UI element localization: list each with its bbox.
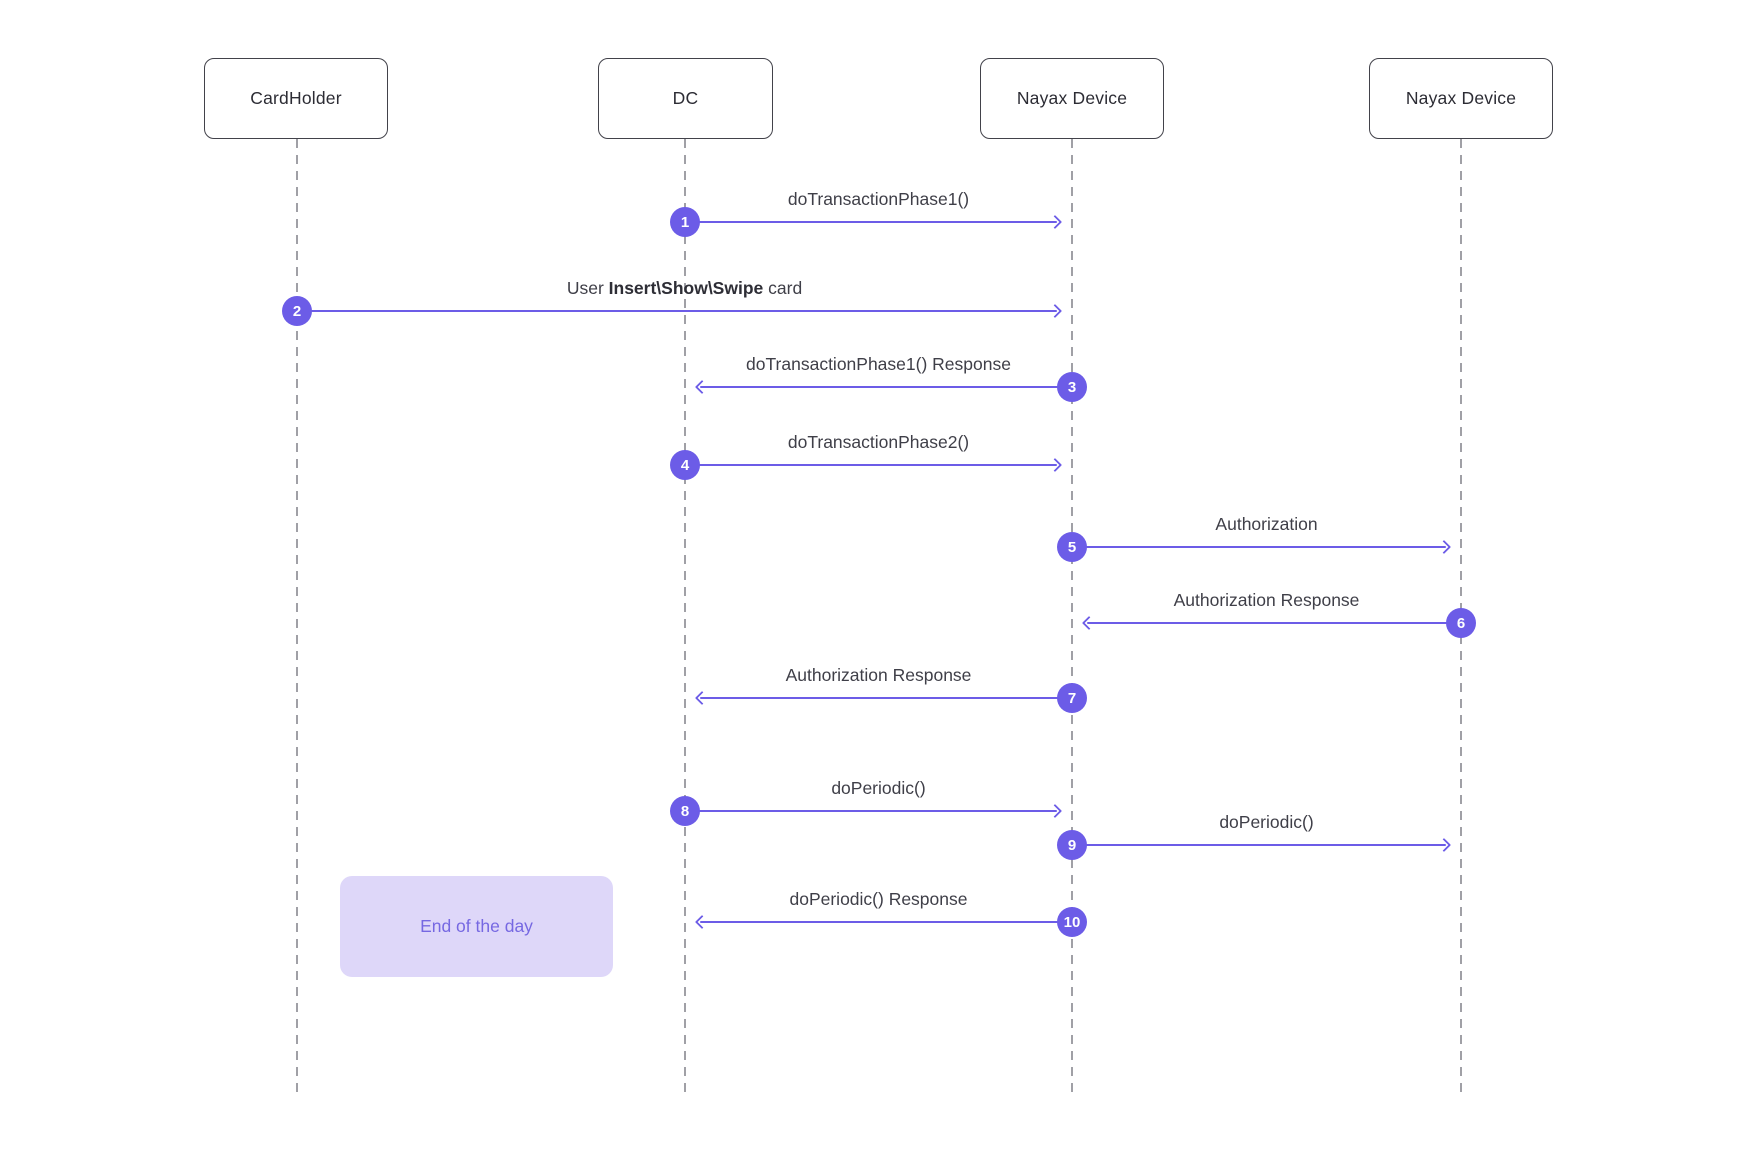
actor-dc: DC (598, 58, 773, 139)
step-number-badge: 6 (1446, 608, 1476, 638)
arrowhead-icon (1047, 803, 1063, 819)
arrowhead-icon (1047, 214, 1063, 230)
message-2: User Insert\Show\Swipe card 2 (282, 265, 1072, 326)
message-label: User Insert\Show\Swipe card (566, 278, 803, 298)
message-10: doPeriodic() Response 10 (685, 876, 1087, 937)
step-number-badge: 9 (1057, 830, 1087, 860)
lifeline-nayax-device-1 (1071, 139, 1073, 1093)
actor-cardholder: CardHolder (204, 58, 388, 139)
message-label: Authorization Response (785, 665, 972, 685)
message-label: doPeriodic() (1219, 812, 1314, 832)
message-6: Authorization Response 6 (1072, 577, 1476, 638)
message-label: doPeriodic() Response (789, 889, 968, 909)
note-label: End of the day (420, 916, 533, 936)
message-arrow (700, 696, 1059, 699)
message-arrow (1087, 621, 1448, 624)
step-number-badge: 10 (1057, 907, 1087, 937)
message-arrow (310, 309, 1057, 312)
message-arrow (700, 920, 1059, 923)
actor-label: DC (672, 88, 699, 108)
step-number-badge: 1 (670, 207, 700, 237)
actor-label: CardHolder (250, 88, 342, 108)
arrowhead-icon (694, 690, 710, 706)
arrowhead-icon (1436, 539, 1452, 555)
actor-nayax-device-1: Nayax Device (980, 58, 1164, 139)
step-number-badge: 3 (1057, 372, 1087, 402)
arrowhead-icon (1047, 457, 1063, 473)
message-label: doTransactionPhase1() Response (746, 354, 1011, 374)
message-7: Authorization Response 7 (685, 652, 1087, 713)
step-number-badge: 4 (670, 450, 700, 480)
message-arrow (698, 463, 1057, 466)
message-arrow (698, 220, 1057, 223)
message-arrow (1085, 843, 1446, 846)
step-number-badge: 8 (670, 796, 700, 826)
message-arrow (1085, 545, 1446, 548)
message-label: doPeriodic() (831, 778, 926, 798)
message-5: Authorization 5 (1057, 501, 1461, 562)
arrowhead-icon (1081, 615, 1097, 631)
message-label: Authorization (1215, 514, 1318, 534)
message-4: doTransactionPhase2() 4 (670, 419, 1072, 480)
message-arrow (700, 385, 1059, 388)
step-number-badge: 5 (1057, 532, 1087, 562)
actor-label: Nayax Device (1405, 88, 1517, 108)
message-label: doTransactionPhase2() (787, 432, 970, 452)
arrowhead-icon (694, 914, 710, 930)
message-label: doTransactionPhase1() (787, 189, 970, 209)
message-8: doPeriodic() 8 (670, 765, 1072, 826)
message-label: Authorization Response (1173, 590, 1360, 610)
message-9: doPeriodic() 9 (1057, 799, 1461, 860)
step-number-badge: 7 (1057, 683, 1087, 713)
arrowhead-icon (1047, 303, 1063, 319)
actor-label: Nayax Device (1016, 88, 1128, 108)
message-3: doTransactionPhase1() Response 3 (685, 341, 1087, 402)
actor-nayax-device-2: Nayax Device (1369, 58, 1553, 139)
message-1: doTransactionPhase1() 1 (670, 176, 1072, 237)
lifeline-dc (684, 139, 686, 1093)
message-arrow (698, 809, 1057, 812)
arrowhead-icon (1436, 837, 1452, 853)
lifeline-cardholder (296, 139, 298, 1093)
note-end-of-day: End of the day (340, 876, 613, 977)
arrowhead-icon (694, 379, 710, 395)
step-number-badge: 2 (282, 296, 312, 326)
